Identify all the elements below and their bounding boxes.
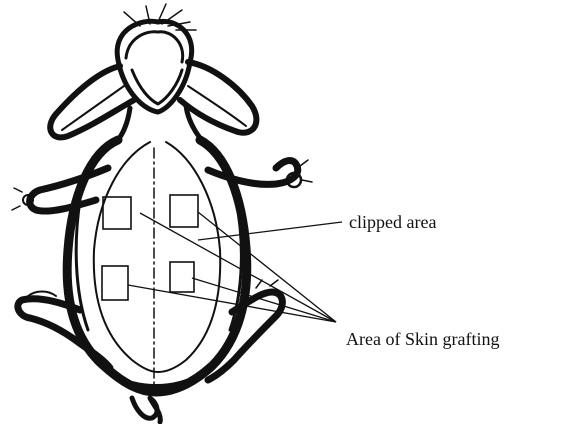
clipped-area-outline <box>94 142 220 372</box>
leader-lines <box>128 212 342 322</box>
front-left-leg <box>30 168 108 211</box>
graft-site-upper-right <box>170 195 198 227</box>
rabbit-illustration <box>12 4 312 422</box>
hind-left-leg <box>18 299 110 368</box>
skin-grafting-label: Area of Skin grafting <box>346 329 499 349</box>
graft-leader-2 <box>198 212 336 322</box>
graft-site-lower-left <box>102 266 128 300</box>
graft-site-upper-left <box>103 197 131 229</box>
graft-site-lower-right <box>170 262 194 292</box>
graft-sites <box>102 195 198 300</box>
clipped-area-label: clipped area <box>349 212 436 232</box>
clipped-area-leader <box>198 222 342 240</box>
rabbit-tail <box>132 398 160 422</box>
